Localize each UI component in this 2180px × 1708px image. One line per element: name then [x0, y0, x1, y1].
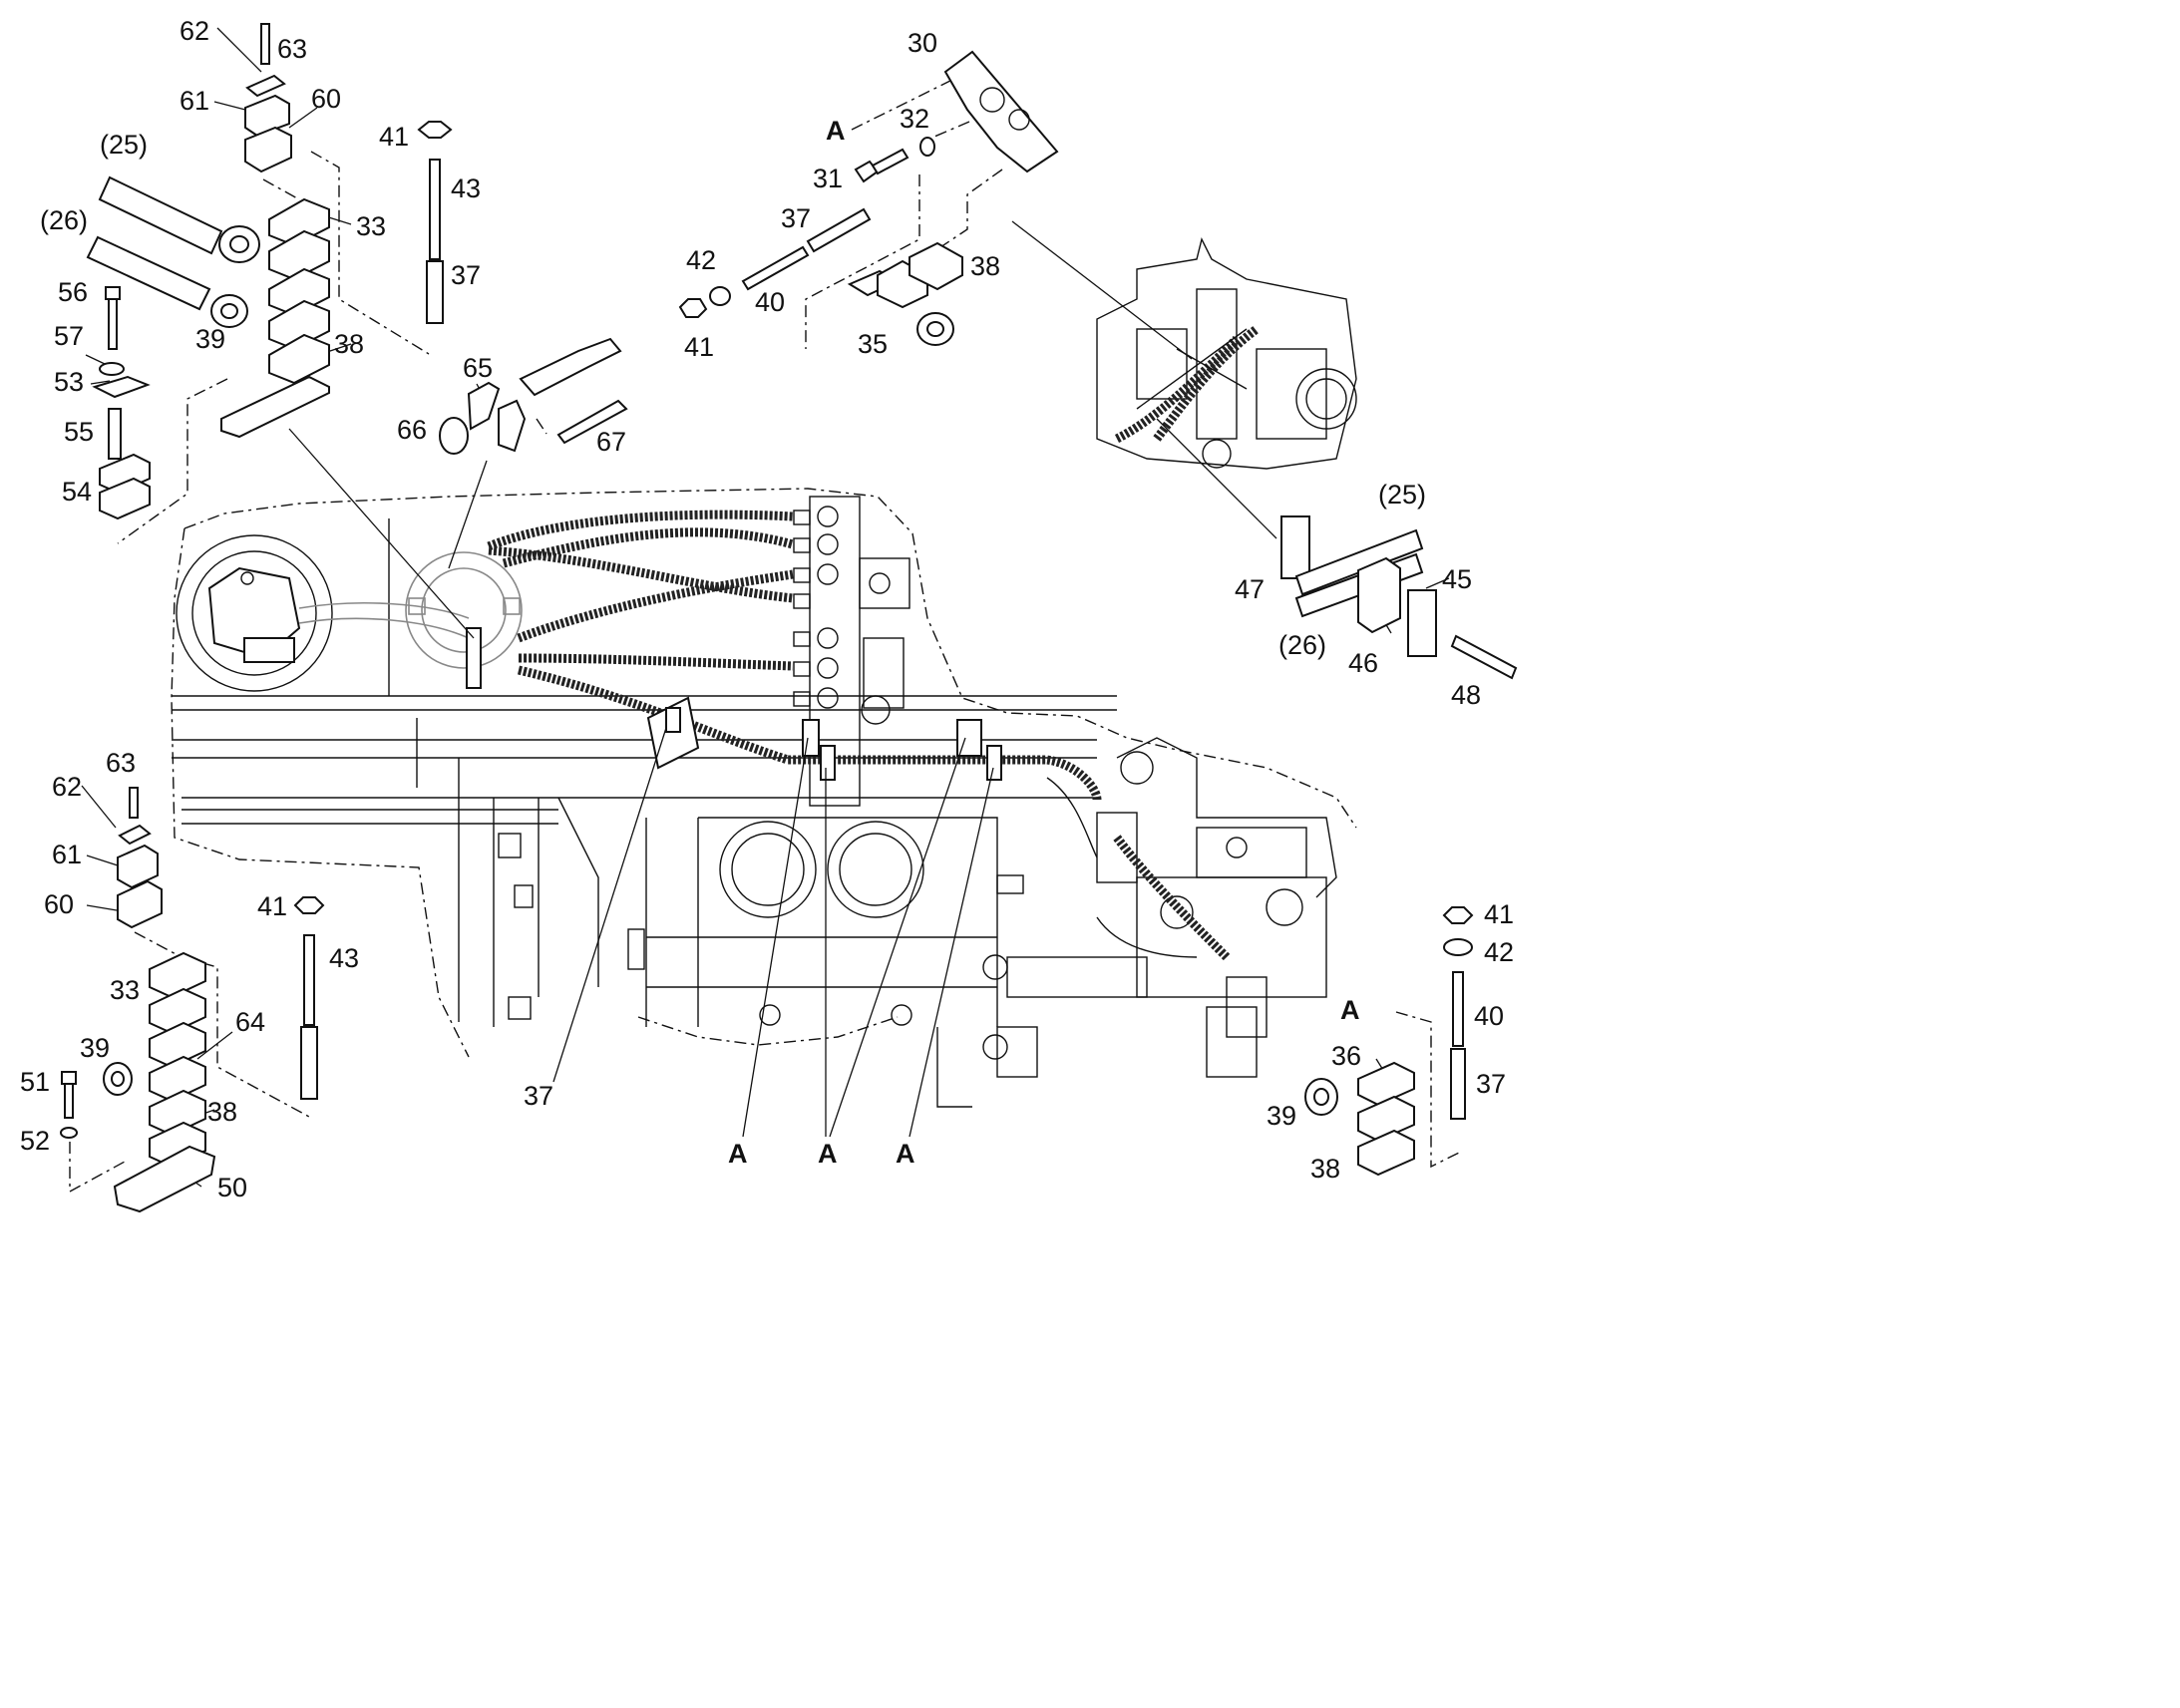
callout-55: 55	[64, 417, 94, 447]
callout-57: 57	[54, 321, 84, 351]
callout-37: 37	[1476, 1069, 1506, 1099]
callout-38: 38	[970, 251, 1000, 281]
callout-37: 37	[451, 260, 481, 290]
callout-61: 61	[180, 86, 209, 116]
callout-37: 37	[524, 1081, 553, 1111]
callout-33: 33	[110, 975, 140, 1005]
callout-62: 62	[52, 772, 82, 802]
callout-60: 60	[44, 889, 74, 919]
callout-51: 51	[20, 1067, 50, 1097]
callout-61: 61	[52, 840, 82, 869]
callout-63: 63	[277, 34, 307, 64]
inset-view-pump	[1096, 236, 1357, 470]
callout-40: 40	[1474, 1001, 1504, 1031]
callout-53: 53	[54, 367, 84, 397]
hydraulic-hoses	[487, 510, 1102, 858]
callout-41: 41	[257, 891, 287, 921]
callout-38: 38	[334, 329, 364, 359]
callout-38: 38	[207, 1097, 237, 1127]
callout-60: 60	[311, 84, 341, 114]
assembly-lines	[69, 79, 1462, 1194]
callout-39: 39	[80, 1033, 110, 1063]
clamp-points-a	[802, 719, 1002, 781]
callout-a: A	[826, 116, 846, 146]
callout-47: 47	[1235, 574, 1265, 604]
callout-52: 52	[20, 1126, 50, 1156]
callout-40: 40	[755, 287, 785, 317]
callout-48: 48	[1451, 680, 1481, 710]
callout-26: (26)	[40, 205, 88, 235]
callout-64: 64	[235, 1007, 265, 1037]
callout-46: 46	[1348, 648, 1378, 678]
callout-31: 31	[813, 164, 843, 193]
callout-54: 54	[62, 477, 92, 507]
callout-32: 32	[900, 104, 929, 134]
callout-37: 37	[781, 203, 811, 233]
callout-65: 65	[463, 353, 493, 383]
callout-42: 42	[686, 245, 716, 275]
exploded-parts-diagram: 62 63 61 60 (25) (26) 33 38 39 56 57 53 …	[20, 16, 1518, 1213]
callout-25: (25)	[1378, 480, 1426, 510]
callout-30: 30	[908, 28, 937, 58]
exploded-parts	[60, 23, 1518, 1213]
callout-41: 41	[684, 332, 714, 362]
callout-43: 43	[329, 943, 359, 973]
callout-45: 45	[1442, 564, 1472, 594]
callout-36: 36	[1331, 1041, 1361, 1071]
callout-42: 42	[1484, 937, 1514, 967]
callout-67: 67	[596, 427, 626, 457]
callout-62: 62	[180, 16, 209, 46]
callout-25: (25)	[100, 130, 148, 160]
callout-35: 35	[858, 329, 888, 359]
callout-a: A	[728, 1139, 748, 1169]
callout-66: 66	[397, 415, 427, 445]
valve-fittings	[793, 506, 905, 725]
pump-assembly	[982, 737, 1337, 1078]
callout-33: 33	[356, 211, 386, 241]
callout-a: A	[896, 1139, 915, 1169]
callout-43: 43	[451, 173, 481, 203]
callout-38: 38	[1310, 1154, 1340, 1184]
callout-41: 41	[1484, 899, 1514, 929]
callout-50: 50	[217, 1173, 247, 1202]
callout-39: 39	[1267, 1101, 1296, 1131]
callout-labels: 62 63 61 60 (25) (26) 33 38 39 56 57 53 …	[20, 16, 1514, 1202]
callout-a: A	[818, 1139, 838, 1169]
callout-39: 39	[195, 324, 225, 354]
callout-41: 41	[379, 122, 409, 152]
callout-26: (26)	[1278, 630, 1326, 660]
callout-63: 63	[106, 748, 136, 778]
callout-a: A	[1340, 995, 1360, 1025]
callout-56: 56	[58, 277, 88, 307]
machine-frame	[171, 488, 1357, 1108]
